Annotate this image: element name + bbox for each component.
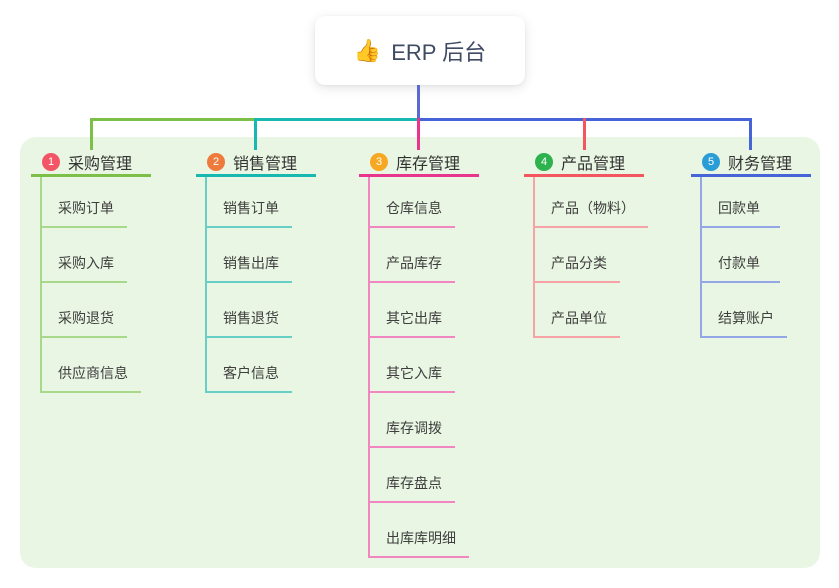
branch-inventory: 3 库存管理 仓库信息 产品库存 其它出库 其它入库 库存调拨 库存盘点 出库库… [359,150,529,558]
badge-3: 3 [370,153,388,171]
bus-segment-sales [256,118,418,121]
branch-label: 销售管理 [233,156,298,173]
drop-line-finance [749,118,752,150]
branch-header-product: 4 产品管理 [524,150,644,177]
node-sales-return: 销售退货 [205,283,292,338]
root-node-label: ERP 后台 [391,39,487,65]
node-other-outbound: 其它出库 [368,283,455,338]
branch-label: 财务管理 [728,156,793,173]
node-other-inbound: 其它入库 [368,338,455,393]
node-purchase-return: 采购退货 [40,283,127,338]
badge-4: 4 [535,153,553,171]
node-customer-info: 客户信息 [205,338,292,393]
branch-trunk-line [205,177,207,393]
branch-sales: 2 销售管理 销售订单 销售出库 销售退货 客户信息 [196,150,366,393]
branch-header-procurement: 1 采购管理 [31,150,151,177]
branch-trunk-line [533,177,535,338]
drop-line-procurement [90,118,93,150]
branch-label: 采购管理 [68,156,133,173]
branch-label: 产品管理 [561,156,626,173]
node-supplier-info: 供应商信息 [40,338,141,393]
branches-panel-background [20,137,820,568]
drop-line-sales [254,118,257,150]
node-purchase-inbound: 采购入库 [40,228,127,283]
drop-line-inventory [417,118,420,150]
drop-line-product [583,118,586,150]
node-payment-doc: 付款单 [700,228,780,283]
node-product-category: 产品分类 [533,228,620,283]
node-product-material: 产品（物料） [533,173,648,228]
branch-finance: 5 财务管理 回款单 付款单 结算账户 [691,150,839,338]
node-product-stock: 产品库存 [368,228,455,283]
badge-5: 5 [702,153,720,171]
badge-1: 1 [42,153,60,171]
branch-procurement: 1 采购管理 采购订单 采购入库 采购退货 供应商信息 [31,150,201,393]
node-product-unit: 产品单位 [533,283,620,338]
branch-header-sales: 2 销售管理 [196,150,316,177]
thumbs-up-icon: 👍 [353,37,382,63]
node-outbound-detail: 出库库明细 [368,503,469,558]
node-stock-transfer: 库存调拨 [368,393,455,448]
branch-header-finance: 5 财务管理 [691,150,811,177]
node-sales-order: 销售订单 [205,173,292,228]
branch-label: 库存管理 [396,156,461,173]
node-sales-outbound: 销售出库 [205,228,292,283]
root-connector-line [417,85,420,118]
branch-product: 4 产品管理 产品（物料） 产品分类 产品单位 [524,150,694,338]
node-stock-taking: 库存盘点 [368,448,455,503]
branch-trunk-line [368,177,370,558]
branch-trunk-line [40,177,42,393]
bus-segment-procurement [91,118,256,121]
branch-header-inventory: 3 库存管理 [359,150,479,177]
badge-2: 2 [207,153,225,171]
node-receipt-doc: 回款单 [700,173,780,228]
node-purchase-order: 采购订单 [40,173,127,228]
root-node: 👍 ERP 后台 [315,16,525,85]
node-settlement-account: 结算账户 [700,283,787,338]
branch-trunk-line [700,177,702,338]
node-warehouse-info: 仓库信息 [368,173,455,228]
